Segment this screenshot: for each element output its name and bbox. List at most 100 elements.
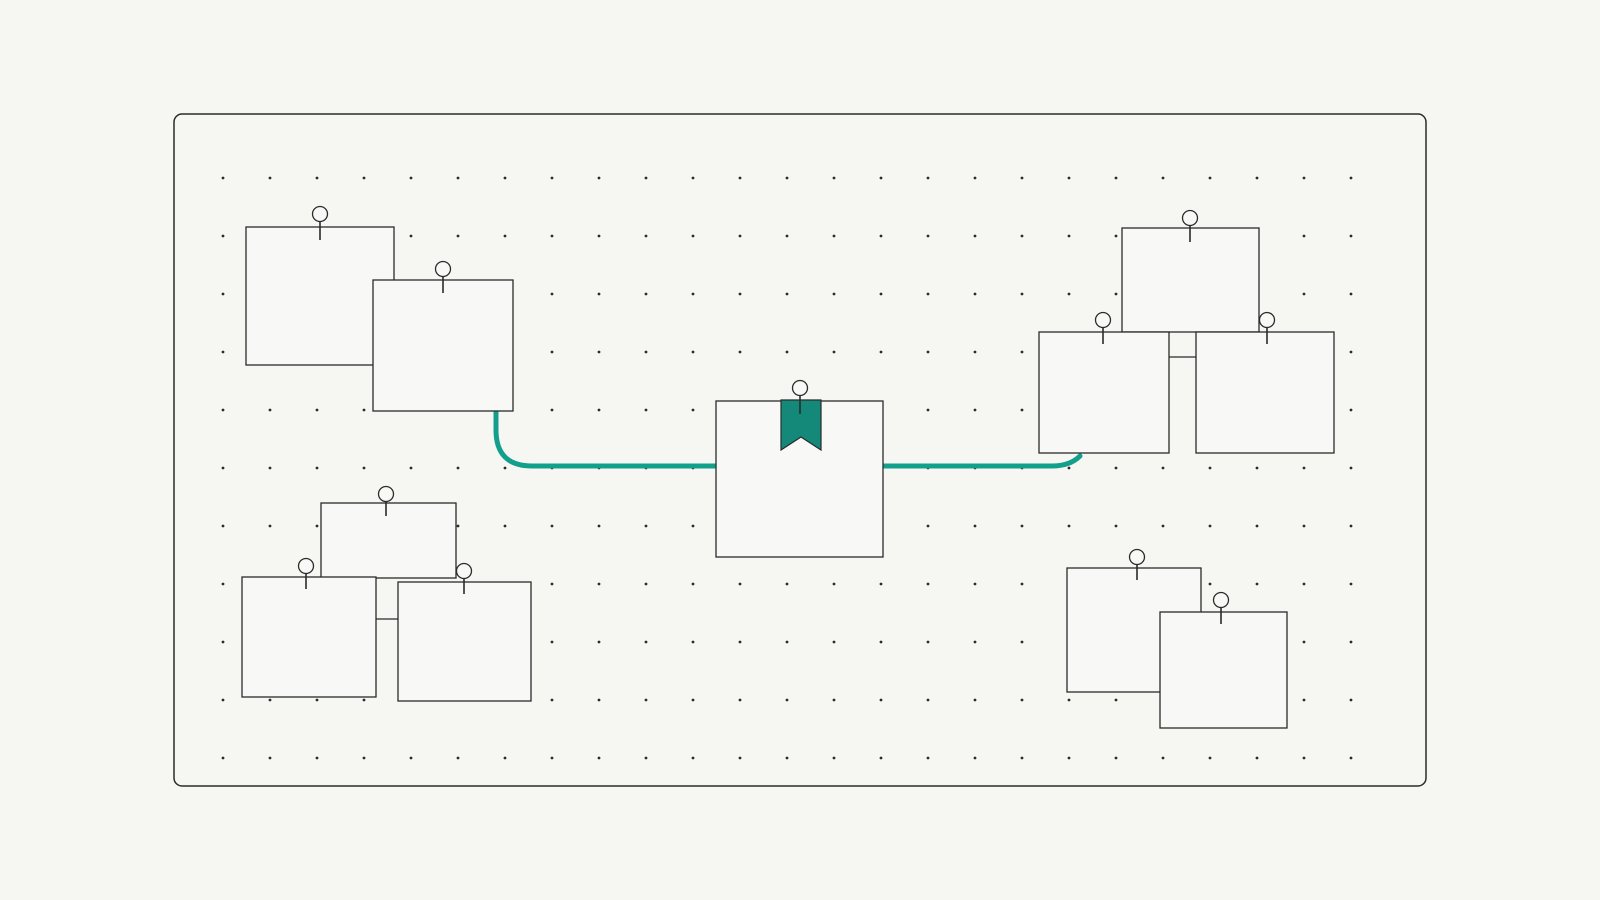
grid-dot (597, 582, 601, 586)
grid-dot (362, 466, 366, 470)
grid-dot (1255, 756, 1259, 760)
note[interactable] (320, 502, 457, 579)
grid-dot (644, 408, 648, 412)
grid-dot (597, 524, 601, 528)
grid-dot (1020, 698, 1024, 702)
pushpin-icon (791, 379, 809, 414)
grid-dot (503, 756, 507, 760)
grid-dot (221, 582, 225, 586)
bottom-left-cluster[interactable] (241, 485, 532, 702)
grid-dot (221, 292, 225, 296)
grid-dot (362, 756, 366, 760)
grid-dot (221, 350, 225, 354)
top-right-cluster[interactable] (1038, 209, 1335, 454)
note[interactable] (372, 279, 514, 412)
bookmark-icon (780, 399, 822, 452)
grid-dot (1020, 640, 1024, 644)
grid-dot (785, 350, 789, 354)
grid-dot (550, 582, 554, 586)
grid-dot (1302, 292, 1306, 296)
grid-dot (644, 350, 648, 354)
grid-dot (362, 176, 366, 180)
grid-dot (644, 176, 648, 180)
grid-dot (691, 756, 695, 760)
grid-dot (926, 350, 930, 354)
grid-dot (221, 698, 225, 702)
grid-dot (456, 466, 460, 470)
center-card[interactable] (715, 379, 884, 558)
pushpin-icon (1258, 311, 1276, 344)
grid-dot (315, 698, 319, 702)
note[interactable] (1159, 611, 1288, 729)
grid-dot (1208, 756, 1212, 760)
grid-dot (1020, 292, 1024, 296)
grid-dot (1302, 466, 1306, 470)
bottom-right-cluster[interactable] (1066, 548, 1288, 729)
grid-dot (738, 292, 742, 296)
grid-dot (785, 176, 789, 180)
grid-dot (879, 234, 883, 238)
grid-dot (1302, 756, 1306, 760)
note[interactable] (245, 226, 395, 366)
grid-dot (503, 234, 507, 238)
grid-dot (879, 350, 883, 354)
grid-dot (1349, 640, 1353, 644)
grid-dot (1020, 176, 1024, 180)
grid-dot (1020, 524, 1024, 528)
grid-dot (1349, 234, 1353, 238)
grid-dot (1161, 466, 1165, 470)
grid-dot (268, 524, 272, 528)
grid-dot (315, 524, 319, 528)
grid-dot (221, 756, 225, 760)
top-left-cluster[interactable] (245, 205, 514, 412)
pushpin-icon (1094, 311, 1112, 344)
grid-dot (926, 640, 930, 644)
pushpin-icon (311, 205, 329, 240)
grid-dot (832, 756, 836, 760)
grid-dot (691, 176, 695, 180)
grid-dot (550, 350, 554, 354)
grid-dot (973, 176, 977, 180)
pushpin-icon (1181, 209, 1199, 242)
grid-dot (550, 640, 554, 644)
grid-dot (1302, 234, 1306, 238)
grid-dot (926, 292, 930, 296)
grid-dot (926, 176, 930, 180)
connector-right (880, 453, 1083, 469)
grid-dot (1208, 582, 1212, 586)
grid-dot (268, 698, 272, 702)
grid-dot (644, 292, 648, 296)
note[interactable] (1038, 331, 1170, 454)
grid-dot (738, 582, 742, 586)
grid-dot (1067, 524, 1071, 528)
grid-dot (1349, 698, 1353, 702)
grid-dot (879, 640, 883, 644)
note[interactable] (397, 581, 532, 702)
grid-dot (832, 234, 836, 238)
grid-dot (644, 582, 648, 586)
grid-dot (1302, 698, 1306, 702)
grid-dot (973, 524, 977, 528)
pushpin-icon (377, 485, 395, 516)
connector-left (493, 409, 719, 469)
note[interactable] (1121, 227, 1260, 333)
note[interactable] (1195, 331, 1335, 454)
grid-dot (503, 466, 507, 470)
grid-dot (785, 234, 789, 238)
grid-dot (456, 176, 460, 180)
grid-dot (1114, 176, 1118, 180)
grid-dot (832, 698, 836, 702)
grid-dot (550, 408, 554, 412)
grid-dot (362, 698, 366, 702)
note[interactable] (241, 576, 377, 698)
grid-dot (550, 176, 554, 180)
grid-dot (1020, 582, 1024, 586)
grid-dot (738, 350, 742, 354)
grid-dot (221, 408, 225, 412)
grid-dot (1302, 640, 1306, 644)
grid-dot (409, 176, 413, 180)
grid-dot (691, 350, 695, 354)
grid-dot (1208, 524, 1212, 528)
grid-dot (221, 234, 225, 238)
